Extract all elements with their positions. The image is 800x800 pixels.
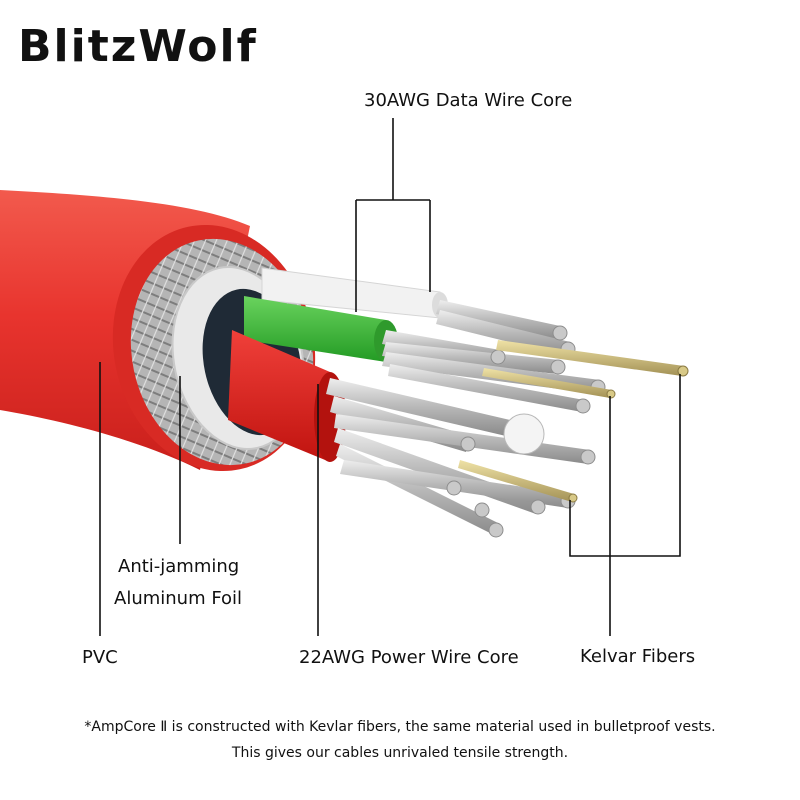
label-power-core: 22AWG Power Wire Core bbox=[299, 647, 519, 668]
label-foil-line2: Aluminum Foil bbox=[114, 588, 243, 609]
footnote-line-1: *AmpCore Ⅱ is constructed with Kevlar fi… bbox=[84, 719, 716, 735]
kevlar-fiber-strands bbox=[458, 340, 689, 503]
leader-data-core bbox=[355, 118, 431, 312]
label-data-core: 30AWG Data Wire Core bbox=[364, 90, 573, 111]
leader-kevlar bbox=[569, 374, 681, 636]
brand-logo: BlitzWolf bbox=[18, 21, 258, 72]
label-pvc: PVC bbox=[82, 647, 118, 668]
label-foil-line1: Anti-jamming bbox=[118, 556, 240, 577]
power-wire-strands bbox=[326, 378, 596, 538]
label-kevlar: Kelvar Fibers bbox=[580, 646, 696, 667]
footnote-line-2: This gives our cables unrivaled tensile … bbox=[231, 745, 569, 761]
callout-leaders bbox=[99, 118, 681, 636]
